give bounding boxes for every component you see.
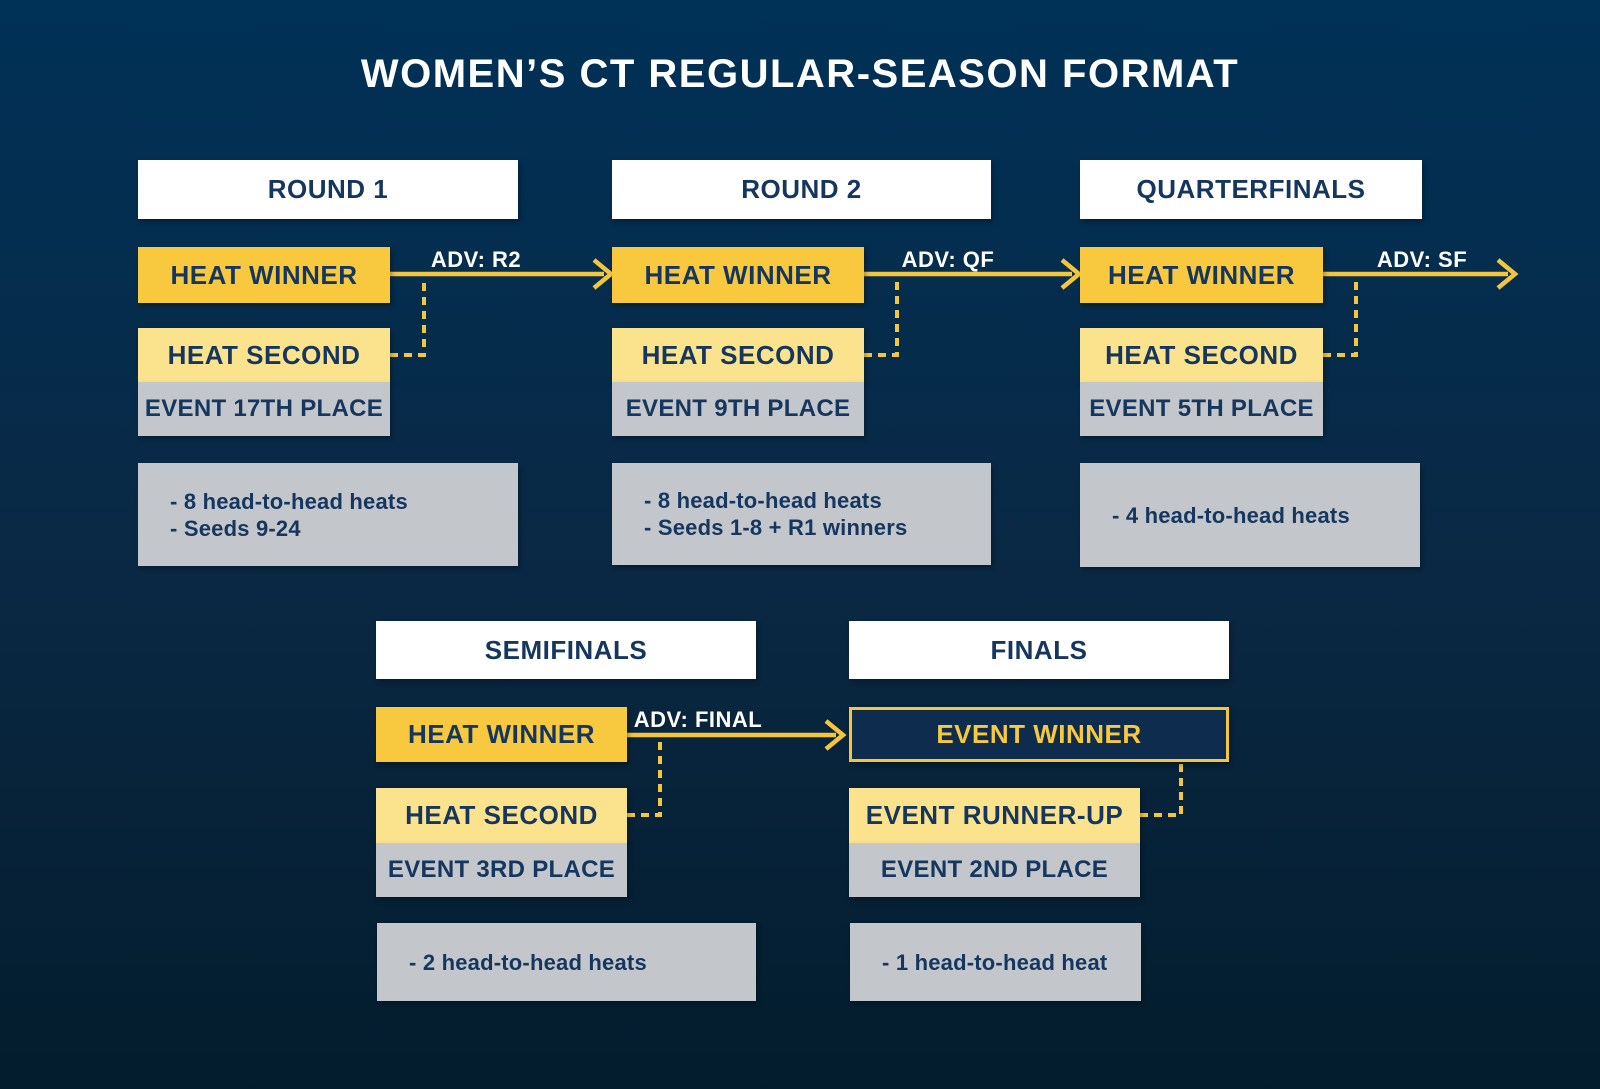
note-line: - Seeds 1-8 + R1 winners <box>644 515 908 540</box>
adv-label-sf: ADV: SF <box>1376 247 1468 272</box>
round2-event-place-box: EVENT 9TH PLACE <box>612 382 864 436</box>
round1-notes-box: - 8 head-to-head heats - Seeds 9-24 <box>138 463 518 566</box>
dashed-connector-finals-runnerup <box>1140 764 1183 817</box>
round2-heat-winner-box: HEAT WINNER <box>612 247 864 303</box>
semifinals-heat-second-box: HEAT SECOND <box>376 788 627 843</box>
semifinals-header: SEMIFINALS <box>376 621 756 679</box>
finals-event-runnerup-box: EVENT RUNNER-UP <box>849 788 1140 843</box>
quarterfinals-header: QUARTERFINALS <box>1080 160 1422 219</box>
dashed-connector-semifinals-second <box>627 738 662 817</box>
note-line: - 2 head-to-head heats <box>409 949 647 975</box>
dashed-connector-round1-second <box>390 277 426 357</box>
round2-header: ROUND 2 <box>612 160 991 219</box>
quarterfinals-event-place-box: EVENT 5TH PLACE <box>1080 382 1323 436</box>
semifinals-notes-box: - 2 head-to-head heats <box>377 923 756 1001</box>
round1-heat-winner-box: HEAT WINNER <box>138 247 390 303</box>
round1-event-place-box: EVENT 17TH PLACE <box>138 382 390 436</box>
adv-label-qf: ADV: QF <box>901 247 995 272</box>
quarterfinals-notes-box: - 4 head-to-head heats <box>1080 463 1420 567</box>
finals-event-winner-box: EVENT WINNER <box>849 707 1229 762</box>
adv-label-final: ADV: FINAL <box>633 707 763 732</box>
quarterfinals-heat-winner-box: HEAT WINNER <box>1080 247 1323 303</box>
finals-header: FINALS <box>849 621 1229 679</box>
adv-label-r2: ADV: R2 <box>430 247 522 272</box>
page-title: WOMEN’S CT REGULAR-SEASON FORMAT <box>360 52 1240 96</box>
semifinals-event-place-box: EVENT 3RD PLACE <box>376 843 627 897</box>
round2-notes-box: - 8 head-to-head heats - Seeds 1-8 + R1 … <box>612 463 991 565</box>
note-line: - 8 head-to-head heats <box>644 488 882 513</box>
note-line: - 4 head-to-head heats <box>1112 502 1350 528</box>
quarterfinals-heat-second-box: HEAT SECOND <box>1080 328 1323 382</box>
note-line: - 8 head-to-head heats <box>170 488 408 514</box>
finals-event-place-box: EVENT 2ND PLACE <box>849 843 1140 897</box>
round1-heat-second-box: HEAT SECOND <box>138 328 390 382</box>
semifinals-heat-winner-box: HEAT WINNER <box>376 707 627 762</box>
finals-notes-box: - 1 head-to-head heat <box>850 923 1141 1001</box>
round2-heat-second-box: HEAT SECOND <box>612 328 864 382</box>
dashed-connector-round2-second <box>864 277 899 357</box>
round1-header: ROUND 1 <box>138 160 518 219</box>
note-line: - Seeds 9-24 <box>170 515 301 541</box>
note-line: - 1 head-to-head heat <box>882 949 1108 975</box>
dashed-connector-quarterfinals-second <box>1323 277 1358 357</box>
